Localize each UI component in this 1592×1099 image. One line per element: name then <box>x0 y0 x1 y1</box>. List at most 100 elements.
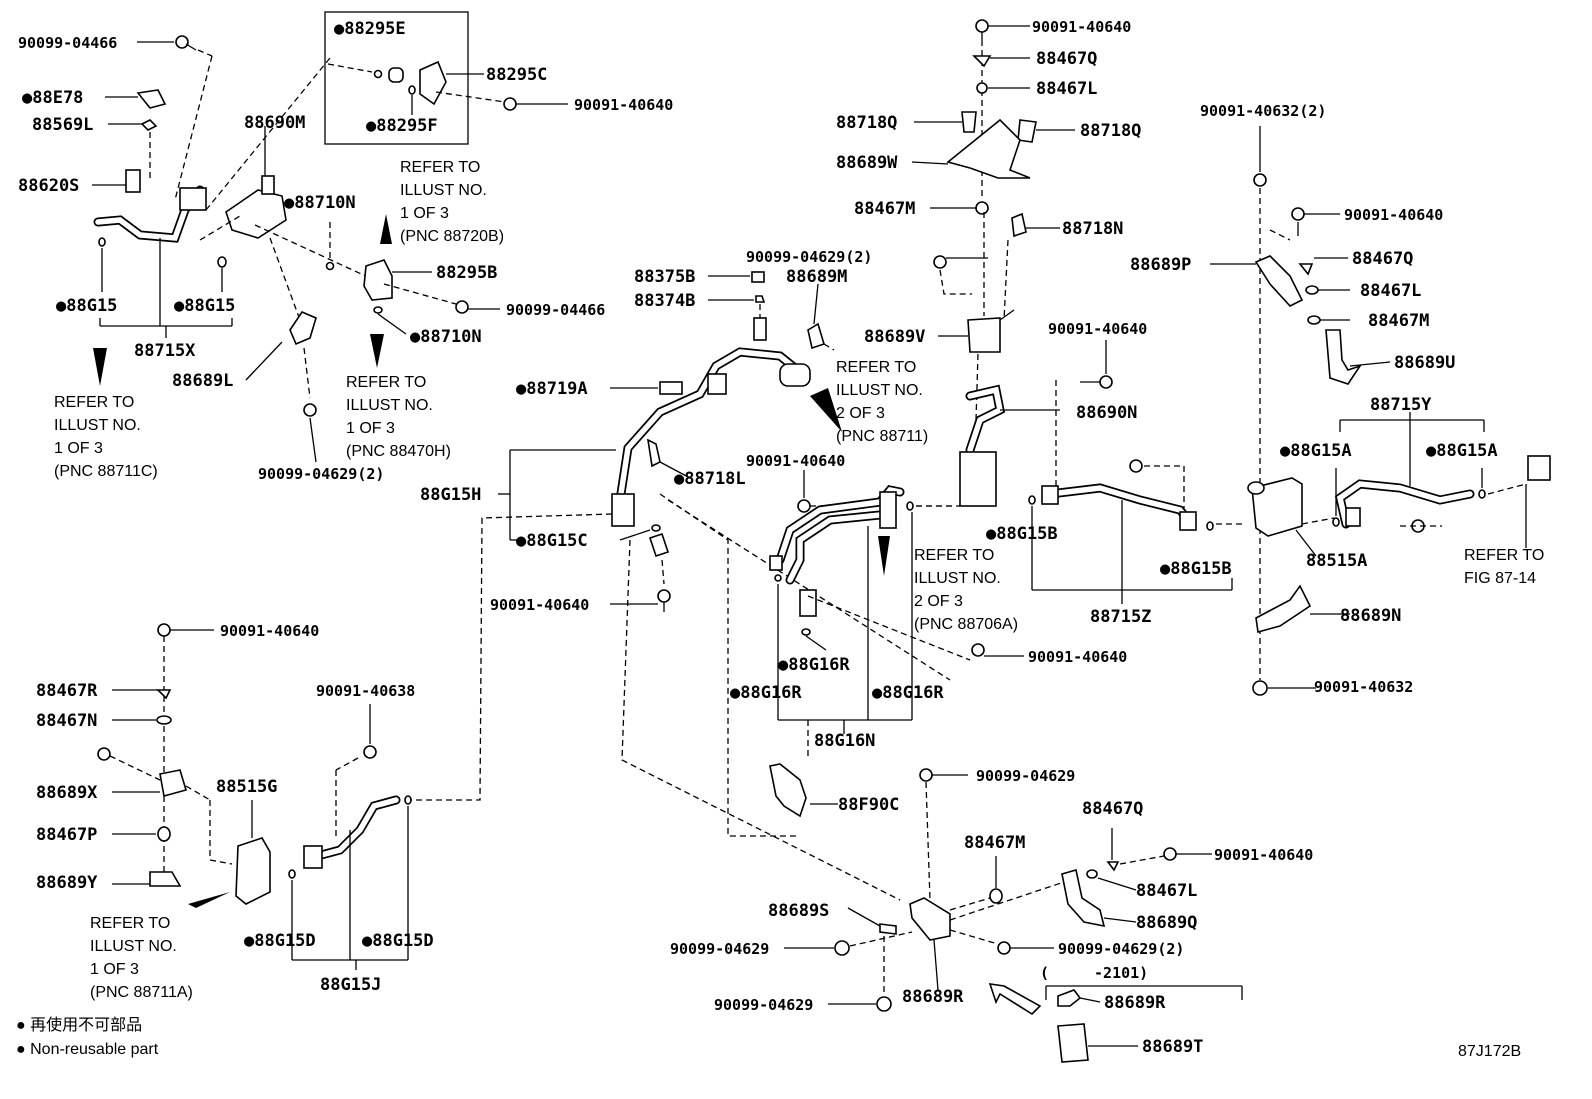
svg-text:REFER TO: REFER TO <box>346 374 426 391</box>
part-label: 90091-40640 <box>1032 18 1131 36</box>
bracket-88689u-icon <box>1325 329 1362 385</box>
part-label: 90099-04466 <box>506 301 605 319</box>
valve-icon <box>959 451 997 507</box>
part-label: 90091-40632(2) <box>1200 102 1326 120</box>
svg-text:REFER TO: REFER TO <box>1464 547 1544 564</box>
part-label: 90099-04629 <box>714 996 813 1014</box>
part-label: 88374B <box>634 291 695 311</box>
svg-text:REFER TO: REFER TO <box>90 915 170 932</box>
grommet-icon <box>157 826 171 842</box>
o-ring-icon <box>801 628 811 636</box>
washer-icon <box>1298 263 1314 276</box>
grommet-icon <box>989 888 1003 904</box>
part-label: 88467Q <box>1082 799 1143 819</box>
svg-text:ILLUST NO.: ILLUST NO. <box>346 397 433 414</box>
svg-text:REFER TO: REFER TO <box>836 359 916 376</box>
block-icon <box>363 259 393 301</box>
sensor-bracket-icon <box>769 763 807 818</box>
part-label: 88689L <box>172 371 233 391</box>
part-label: 88G15J <box>320 975 381 995</box>
bolt-icon <box>876 996 892 1012</box>
svg-text:2 OF 3: 2 OF 3 <box>836 405 885 422</box>
group-center-top <box>911 19 1075 421</box>
bracket-88689p-icon <box>1254 255 1304 307</box>
svg-text:(PNC 88720B): (PNC 88720B) <box>400 228 504 245</box>
arrow-diagonal-icon <box>810 388 842 432</box>
part-label: 90091-40640 <box>1048 320 1147 338</box>
seal-icon <box>388 67 404 83</box>
bolt-icon <box>455 300 469 314</box>
svg-text:2 OF 3: 2 OF 3 <box>914 593 963 610</box>
part-label: 90091-40640 <box>574 96 673 114</box>
part-label: 88689T <box>1142 1037 1203 1057</box>
o-ring-icon <box>373 69 383 79</box>
valve-core-icon <box>755 295 766 303</box>
hose-fitting-icon <box>611 493 635 527</box>
block-fitting-icon <box>419 60 447 106</box>
clip-icon <box>140 119 158 131</box>
grommet-icon <box>975 201 989 215</box>
grommet-icon <box>1305 285 1319 295</box>
part-label: 88689W <box>836 153 898 173</box>
part-label: ●88295E <box>334 19 406 39</box>
clamp-icon <box>136 89 167 109</box>
group-88g16n <box>769 470 1024 818</box>
part-label: 90091-40640 <box>220 622 319 640</box>
bolt-icon <box>1129 459 1143 473</box>
reference-note: REFER TO ILLUST NO. 2 OF 3 (PNC 88711) <box>836 359 928 445</box>
part-label: 88F90C <box>838 795 899 815</box>
part-label: 88690N <box>1076 403 1137 423</box>
svg-text:(PNC 88706A): (PNC 88706A) <box>914 616 1018 633</box>
hose-fitting-icon <box>879 491 897 529</box>
hose-fitting-icon <box>799 589 817 617</box>
part-label: 88689M <box>786 267 847 287</box>
part-label: 88620S <box>18 176 79 196</box>
part-label: 88295B <box>436 263 497 283</box>
group-left-top <box>92 11 568 463</box>
part-label: 88689R <box>902 987 964 1007</box>
reference-note: REFER TO ILLUST NO. 1 OF 3 (PNC 88470H) <box>346 374 451 460</box>
reference-note: REFER TO FIG 87-14 <box>1464 547 1544 587</box>
hose-fitting-icon <box>779 363 811 387</box>
valve-88515a-icon <box>1251 477 1303 537</box>
svg-text:(PNC 88470H): (PNC 88470H) <box>346 443 451 460</box>
part-label: 88515A <box>1306 551 1367 571</box>
part-label: 88515G <box>216 777 277 797</box>
legend-en: ● Non-reusable part <box>16 1041 159 1058</box>
svg-text:(PNC 88711C): (PNC 88711C) <box>54 463 158 480</box>
part-label: 88467Q <box>1036 49 1097 69</box>
part-label: ●88G16R <box>872 683 944 703</box>
arrow-down-icon <box>93 348 107 386</box>
washer-icon <box>972 55 992 68</box>
part-label: ●88G16R <box>778 655 850 675</box>
hose-88g15j <box>305 795 401 863</box>
part-label: ●88719A <box>516 379 588 399</box>
part-label: 88569L <box>32 115 93 135</box>
reference-notes: REFER TO ILLUST NO. 1 OF 3 (PNC 88720B) … <box>54 159 1544 1001</box>
reference-note: REFER TO ILLUST NO. 1 OF 3 (PNC 88720B) <box>400 159 504 245</box>
bolt-icon <box>997 941 1011 955</box>
part-label: ●88G15D <box>362 931 434 951</box>
part-label: 88467L <box>1360 281 1421 301</box>
legend-jp: ● 再使用不可部品 <box>16 1016 142 1034</box>
legend: ● 再使用不可部品 ● Non-reusable part <box>16 1016 159 1058</box>
bolt-icon <box>503 97 517 111</box>
part-label: 88689X <box>36 783 98 803</box>
arrow-down-icon <box>370 334 384 368</box>
bolt-icon <box>975 19 989 33</box>
o-ring-icon <box>1028 495 1036 505</box>
part-label: 88467Q <box>1352 249 1413 269</box>
group-bottom-center <box>784 768 1243 1063</box>
valve-88515g-icon <box>235 837 271 905</box>
cap-icon <box>751 271 765 283</box>
bracket-88689q-icon <box>1061 868 1106 928</box>
part-label: ●88G16R <box>730 683 802 703</box>
part-label: 90091-40640 <box>1344 206 1443 224</box>
clip-88689r-icon <box>1057 989 1082 1007</box>
part-label: 88295C <box>486 65 547 85</box>
arrow-down-icon <box>878 536 890 576</box>
part-label: 90091-40638 <box>316 682 415 700</box>
grommet-icon <box>1086 869 1098 879</box>
part-label: ●88G15D <box>244 931 316 951</box>
